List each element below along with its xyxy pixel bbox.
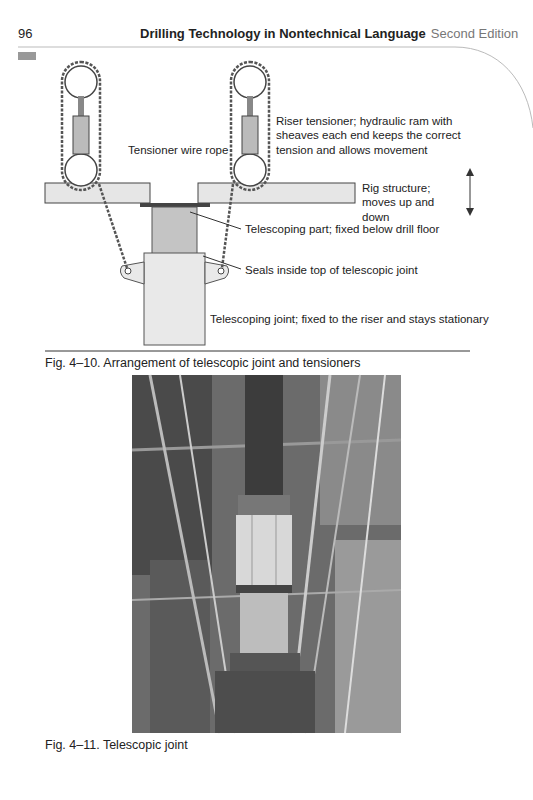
sheave bbox=[65, 154, 97, 186]
part-label: Telescoping joint; fixed to the riser an… bbox=[210, 312, 528, 326]
motion-arrow bbox=[470, 172, 471, 212]
motion-arrow bbox=[466, 168, 474, 216]
running-head-edition: Second Edition bbox=[431, 26, 518, 42]
rope-anchor bbox=[125, 268, 131, 274]
hydraulic-ram bbox=[242, 116, 258, 154]
figure-caption: Fig. 4–10. Arrangement of telescopic joi… bbox=[45, 356, 485, 372]
page-number: 96 bbox=[18, 26, 58, 42]
header-mark bbox=[18, 52, 36, 60]
header-rule bbox=[18, 47, 533, 128]
caption-rule bbox=[45, 351, 470, 352]
wire-rope-loop bbox=[62, 62, 100, 190]
rig-structure bbox=[45, 183, 150, 203]
sheave bbox=[234, 66, 266, 98]
telescoping-part bbox=[152, 207, 197, 255]
rig-structure bbox=[198, 183, 355, 203]
tension-ring bbox=[120, 262, 144, 284]
hydraulic-ram bbox=[73, 116, 89, 154]
running-head: Drilling Technology in Nontechnical Lang… bbox=[140, 26, 426, 42]
wire-rope-loop bbox=[231, 62, 269, 190]
ram-rod bbox=[247, 96, 253, 116]
part-label: Riser tensioner; hydraulic ram with shea… bbox=[276, 114, 481, 157]
sheave bbox=[65, 66, 97, 98]
leader-line bbox=[190, 212, 241, 229]
ram-rod bbox=[78, 96, 84, 116]
part-label: Telescoping part; fixed below drill floo… bbox=[245, 222, 495, 236]
rope-anchor bbox=[218, 268, 224, 274]
support-plate bbox=[140, 203, 210, 207]
figure-caption: Fig. 4–11. Telescopic joint bbox=[45, 738, 485, 754]
wire-rope bbox=[99, 184, 127, 268]
part-label: Tensioner wire rope bbox=[128, 143, 232, 157]
leader-line bbox=[203, 256, 241, 269]
photograph bbox=[132, 375, 401, 733]
sheave bbox=[234, 154, 266, 186]
tension-ring bbox=[205, 262, 229, 284]
telescoping-joint bbox=[144, 253, 205, 345]
part-label: Seals inside top of telescopic joint bbox=[245, 263, 495, 277]
part-label: Rig structure; moves up and down bbox=[362, 181, 462, 224]
